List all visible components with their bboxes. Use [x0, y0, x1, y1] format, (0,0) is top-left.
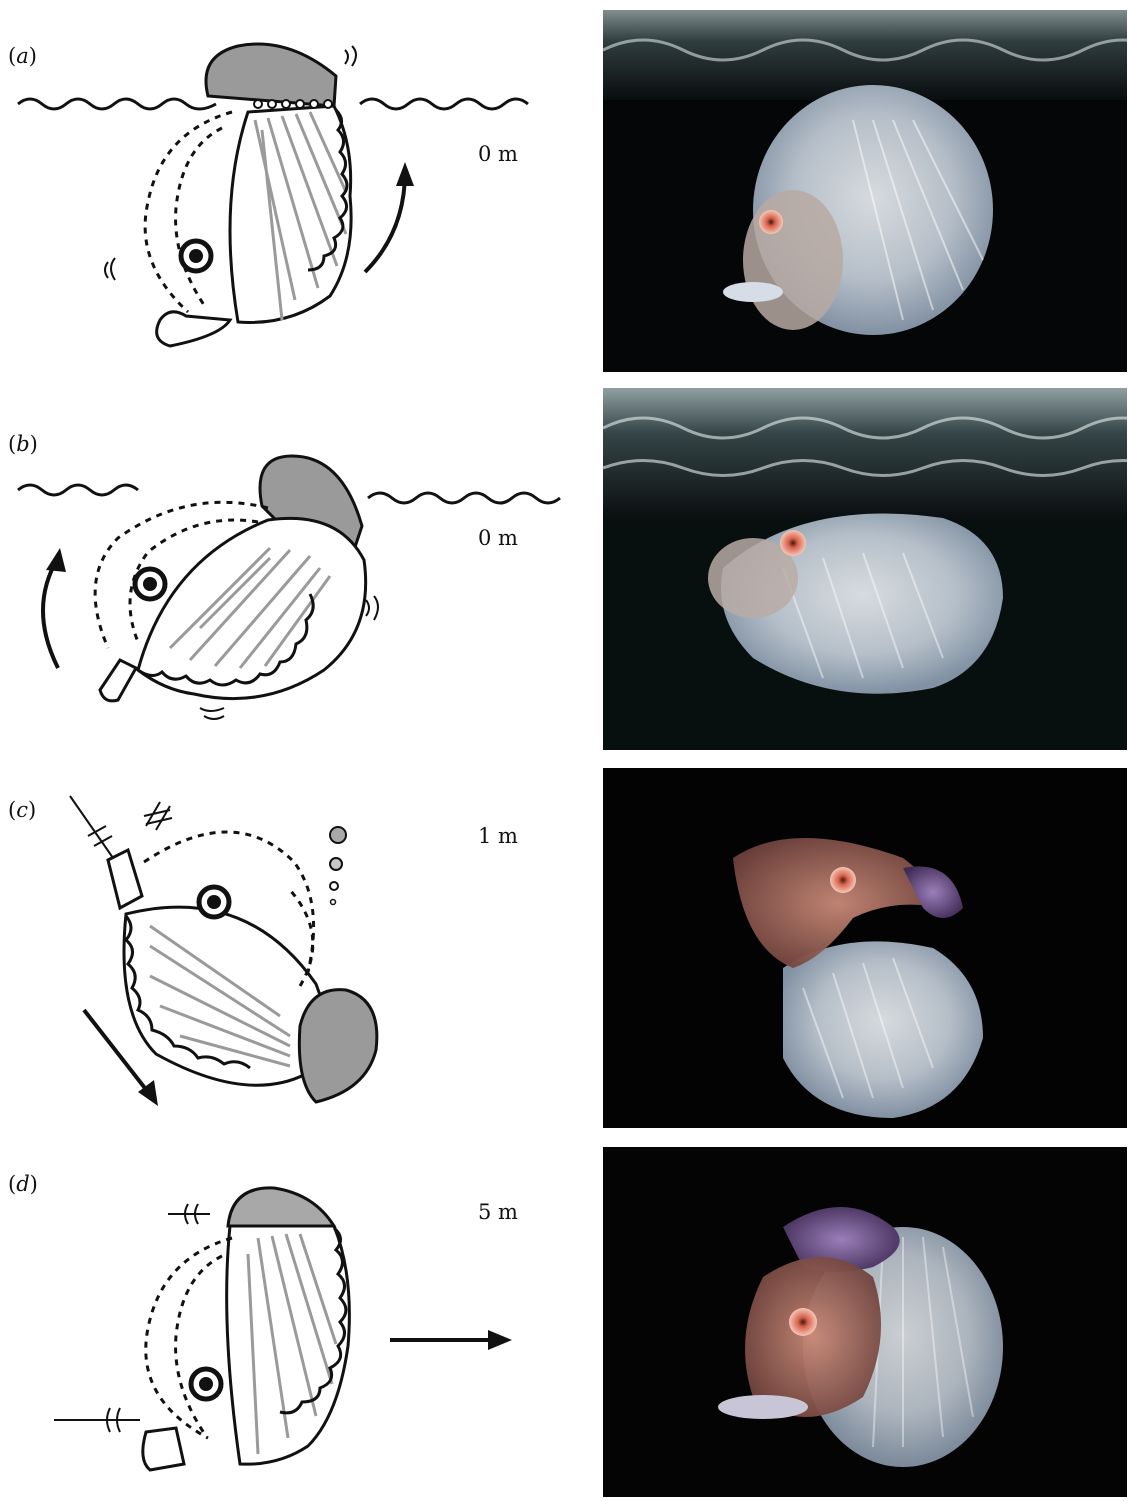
argonaut-diagram-c: [0, 756, 600, 1134]
shell-keel: [206, 44, 336, 106]
motion-marks-icon: [105, 258, 115, 280]
funnel: [143, 1428, 184, 1470]
funnel: [157, 312, 230, 346]
shell: [138, 518, 366, 698]
shell-keel: [299, 990, 377, 1102]
arm-chain: [145, 112, 232, 312]
funnel: [100, 660, 136, 701]
motion-marks-icon: [366, 596, 378, 620]
arrow-up-icon: [365, 172, 405, 272]
bubble-icon: [330, 858, 342, 870]
water-surface-line: [368, 493, 560, 503]
arm-chain: [176, 1256, 222, 1436]
argonaut-diagram-d: [0, 1134, 600, 1501]
panel-a: (a) 0 m: [0, 0, 1128, 378]
argonaut-diagram-b: [0, 378, 600, 756]
argonaut-diagram-a: [0, 0, 600, 378]
bubble-icon: [330, 827, 346, 843]
water-surface-line: [360, 99, 528, 109]
water-surface-line: [18, 485, 138, 495]
shell-keel: [228, 1188, 334, 1226]
argonaut-photo-c: [603, 768, 1127, 1128]
argonaut-photo-d: [603, 1147, 1127, 1497]
current-tick-icon: [88, 826, 112, 846]
shell: [124, 907, 324, 1085]
arm-chain: [176, 128, 222, 308]
motion-marks-icon: [345, 46, 356, 66]
funnel: [108, 850, 142, 908]
panel-c: (c) 1 m: [0, 756, 1128, 1134]
panel-b: (b) 0 m: [0, 378, 1128, 756]
motion-marks-icon: [200, 708, 224, 719]
current-tick-icon: [144, 802, 172, 830]
water-surface-line: [18, 99, 216, 109]
panel-d: (d) 5 m: [0, 1134, 1128, 1501]
argonaut-photo-b: [603, 388, 1127, 750]
bubble-icon: [330, 882, 338, 890]
argonaut-photo-a: [603, 10, 1127, 372]
arrow-up-icon: [43, 558, 58, 668]
bubble-icon: [331, 900, 336, 905]
